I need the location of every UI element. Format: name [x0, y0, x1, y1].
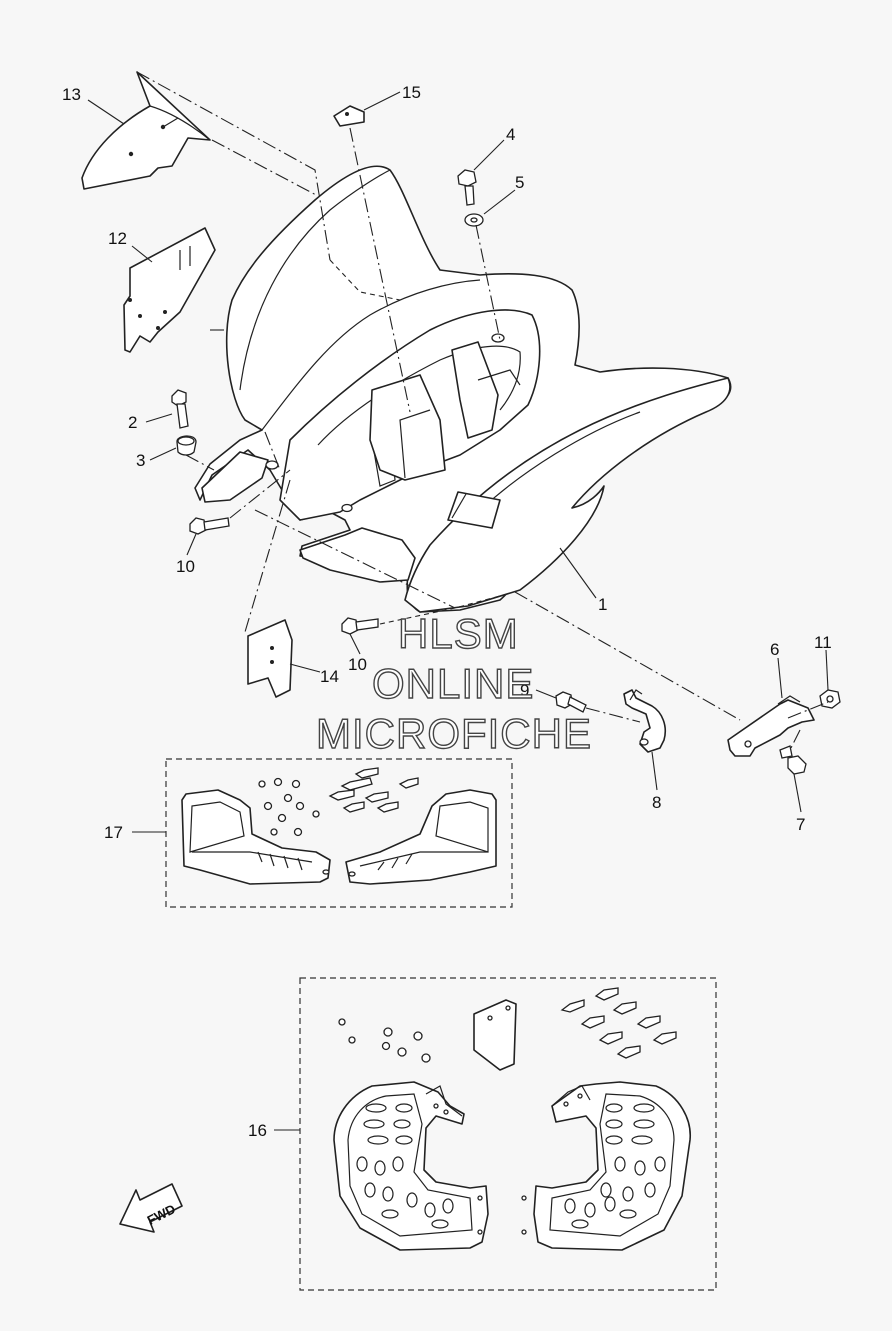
part-2-bolt [171, 389, 189, 429]
part-10-bolt-lower [341, 617, 379, 635]
part-7-bolt [779, 745, 807, 775]
part-4-bolt [457, 169, 477, 206]
callout-10-lower: 10 [348, 655, 367, 674]
part-1-rear-fender [194, 165, 732, 613]
part-8-bracket [623, 689, 667, 753]
callout-15: 15 [402, 83, 421, 102]
callout-14: 14 [320, 667, 339, 686]
part-15-grommet [333, 105, 365, 127]
callout-1: 1 [598, 595, 607, 614]
callout-5: 5 [515, 173, 524, 192]
watermark-line-3: MICROFICHE [316, 710, 592, 757]
part-5-washer [464, 213, 484, 227]
callout-10-upper: 10 [176, 557, 195, 576]
part-6-bracket [727, 695, 815, 757]
part-16-nerf-bar-right [521, 1081, 691, 1251]
part-17-guard-right [345, 789, 497, 885]
callout-8: 8 [652, 793, 661, 812]
callout-17: 17 [104, 823, 123, 842]
callout-4: 4 [506, 125, 515, 144]
callout-7: 7 [796, 815, 805, 834]
part-16-nerf-bar-left [333, 1081, 489, 1251]
callout-11: 11 [814, 633, 832, 652]
leader-lines [87, 91, 829, 1131]
callout-12: 12 [108, 229, 127, 248]
watermark: HLSM ONLINE MICROFICHE [315, 609, 592, 757]
forward-direction-arrow: FWD [119, 1183, 183, 1233]
kit-16-box [299, 977, 717, 1291]
watermark-line-1: HLSM [398, 610, 519, 657]
callout-13: 13 [62, 85, 81, 104]
part-10-bolt-upper [189, 517, 230, 535]
part-17-hardware [258, 767, 419, 837]
callout-9: 9 [520, 681, 529, 700]
part-17-guard-left [181, 789, 331, 885]
callout-6: 6 [770, 640, 779, 659]
kit-17-box [165, 758, 513, 908]
assembly-lines [136, 71, 829, 751]
part-16-hardware [338, 987, 677, 1063]
part-14-side-plate [247, 619, 293, 698]
part-16-bracket [473, 999, 517, 1071]
part-11-nut [819, 689, 841, 709]
watermark-line-2: ONLINE [372, 660, 534, 707]
callout-16: 16 [248, 1121, 267, 1140]
part-3-washer [176, 435, 197, 456]
callout-labels: 13 12 15 4 5 2 3 10 10 1 14 6 11 9 7 8 1… [62, 83, 832, 1140]
part-13-emblem-plate [81, 71, 211, 190]
callout-2: 2 [128, 413, 137, 432]
callout-3: 3 [136, 451, 145, 470]
part-12-seal-plate [123, 227, 216, 353]
part-9-bolt [555, 691, 587, 713]
